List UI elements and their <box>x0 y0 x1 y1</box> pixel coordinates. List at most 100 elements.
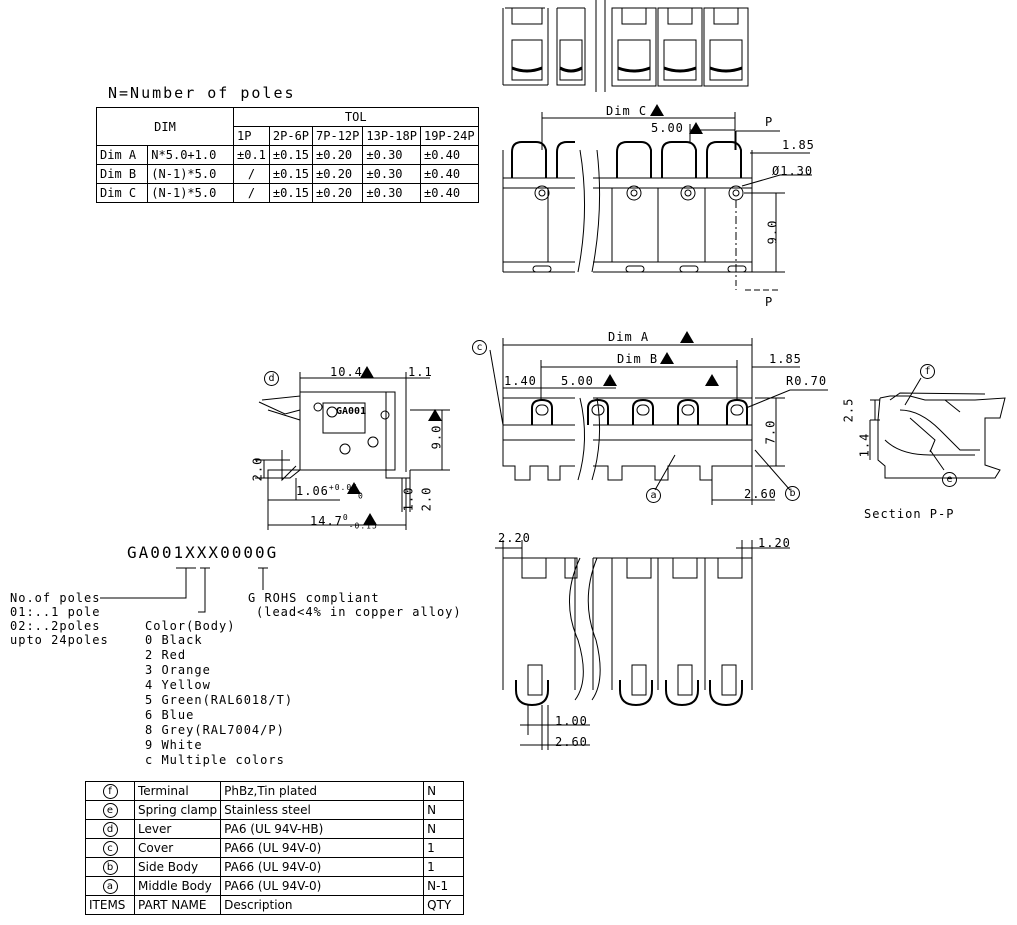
bom-table: f Terminal PhBz,Tin plated N e Spring cl… <box>85 781 465 915</box>
dim-1-06-tol-up: +0.05 <box>328 483 358 492</box>
pitch-5-00-mid: 5.00 <box>561 374 594 388</box>
callout-f: f <box>920 364 935 379</box>
tol-value: ±0.20 <box>312 164 364 184</box>
table-row: d Lever PA6 (UL 94V-HB) N <box>85 819 465 839</box>
table-row: Dim A N*5.0+1.0 ±0.1 ±0.15 ±0.20 ±0.30 ±… <box>95 145 479 165</box>
dimension-table: DIM TOL 1P 2P-6P 7P-12P 13P-18P 19P-24P … <box>95 107 479 203</box>
bom-header-item: ITEMS <box>85 895 135 915</box>
section-mark-p-top: P <box>765 115 774 129</box>
hole-dia-label: Ø1.30 <box>772 164 814 178</box>
bom-desc: PA66 (UL 94V-0) <box>220 876 425 896</box>
color-item: 4 Yellow <box>145 678 211 692</box>
table-row: Dim B (N-1)*5.0 / ±0.15 ±0.20 ±0.30 ±0.4… <box>95 164 479 184</box>
bom-header-desc: Description <box>220 895 425 915</box>
tol-col: 19P-24P <box>419 126 479 146</box>
color-item: 2 Red <box>145 648 187 662</box>
bom-qty: N-1 <box>423 876 465 896</box>
tol-value: ±0.40 <box>419 145 479 165</box>
tol-col: 13P-18P <box>362 126 421 146</box>
dim-1-85-mid: 1.85 <box>769 352 802 366</box>
tol-value: ±0.40 <box>419 183 479 203</box>
dim-1-06: 1.06+0.050 <box>296 483 364 501</box>
table-row: f Terminal PhBz,Tin plated N <box>85 781 465 801</box>
color-item: 9 White <box>145 738 203 752</box>
dim-14-7-tol-up: 0 <box>342 513 349 522</box>
callout-c: c <box>472 340 487 355</box>
bom-part: Terminal <box>133 781 222 801</box>
poles-line: upto 24poles <box>10 633 109 647</box>
bom-part: Cover <box>133 838 222 858</box>
dim-header: DIM <box>96 107 234 146</box>
color-item: c Multiple colors <box>145 753 285 767</box>
dim-1-1: 1.1 <box>408 365 433 379</box>
poles-line: 02:..2poles <box>10 619 101 633</box>
dim-1-06-tol-dn: 0 <box>358 491 364 501</box>
color-item: 8 Grey(RAL7004/P) <box>145 723 285 737</box>
bom-desc: Stainless steel <box>220 800 425 820</box>
tol-value: ±0.30 <box>362 183 421 203</box>
dim-2-20: 2.20 <box>498 531 531 545</box>
bom-item: d <box>102 822 118 837</box>
front-view <box>502 112 812 291</box>
bom-header-part: PART NAME <box>133 895 222 915</box>
pitch-label: 5.00 <box>651 121 684 135</box>
dim-14-7: 14.70-0.15 <box>310 513 378 531</box>
bom-item: c <box>102 841 118 856</box>
dim-a-label: Dim A <box>608 330 650 344</box>
bom-desc: PA6 (UL 94V-HB) <box>220 819 425 839</box>
bom-qty: N <box>423 781 465 801</box>
callout-b: b <box>785 486 800 501</box>
dim-1-00: 1.00 <box>555 714 588 728</box>
callout-d: d <box>264 371 279 386</box>
bom-item: f <box>102 784 118 799</box>
dimension-triangles <box>347 104 719 525</box>
color-item: 0 Black <box>145 633 203 647</box>
table-header-row: ITEMS PART NAME Description QTY <box>85 895 465 915</box>
section-view <box>869 377 1006 479</box>
poles-title: No.of poles <box>10 591 101 605</box>
tol-value: ±0.20 <box>312 145 364 165</box>
bom-item: e <box>102 803 118 818</box>
tol-value: ±0.15 <box>268 164 314 184</box>
bom-part: Side Body <box>133 857 222 877</box>
bottom-view <box>495 540 790 750</box>
bom-header-qty: QTY <box>423 895 465 915</box>
dim-1-40: 1.40 <box>504 374 537 388</box>
rohs-line-2: (lead<4% in copper alloy) <box>256 605 462 619</box>
side-view <box>255 372 450 530</box>
table-row: b Side Body PA66 (UL 94V-0) 1 <box>85 857 465 877</box>
bom-item: a <box>102 879 118 894</box>
bom-qty: 1 <box>423 838 465 858</box>
bom-part: Middle Body <box>133 876 222 896</box>
tol-value: ±0.30 <box>362 145 421 165</box>
dim-2-60-mid: 2.60 <box>744 487 777 501</box>
body-mark: GA001 <box>336 406 367 417</box>
dim-name: Dim C <box>95 183 149 203</box>
callout-a: a <box>646 488 661 503</box>
section-title: Section P-P <box>864 507 955 521</box>
part-code: GA001XXX0000G <box>127 543 279 562</box>
dim-10-4: 10.4 <box>330 365 363 379</box>
dim-c-label: Dim C <box>606 104 648 118</box>
bom-item: b <box>102 860 118 875</box>
bom-qty: N <box>423 800 465 820</box>
color-item: 3 Orange <box>145 663 211 677</box>
bom-desc: PA66 (UL 94V-0) <box>220 857 425 877</box>
table-row: c Cover PA66 (UL 94V-0) 1 <box>85 838 465 858</box>
front-view-2 <box>489 338 828 505</box>
dim-b-label: Dim B <box>617 352 659 366</box>
dim-formula: (N-1)*5.0 <box>147 164 234 184</box>
dim-1-85-top: 1.85 <box>782 138 815 152</box>
tol-value: ±0.15 <box>268 183 314 203</box>
color-item: 6 Blue <box>145 708 195 722</box>
poles-note: N=Number of poles <box>108 84 296 102</box>
tol-value: ±0.20 <box>312 183 364 203</box>
dim-2-60-bottom: 2.60 <box>555 735 588 749</box>
radius-0-70: R0.70 <box>786 374 828 388</box>
table-row: e Spring clamp Stainless steel N <box>85 800 465 820</box>
tol-value: ±0.1 <box>233 145 270 165</box>
dim-14-7-tol-dn: -0.15 <box>348 521 378 531</box>
tol-col: 2P-6P <box>268 126 314 146</box>
section-mark-p-bottom: P <box>765 295 774 309</box>
